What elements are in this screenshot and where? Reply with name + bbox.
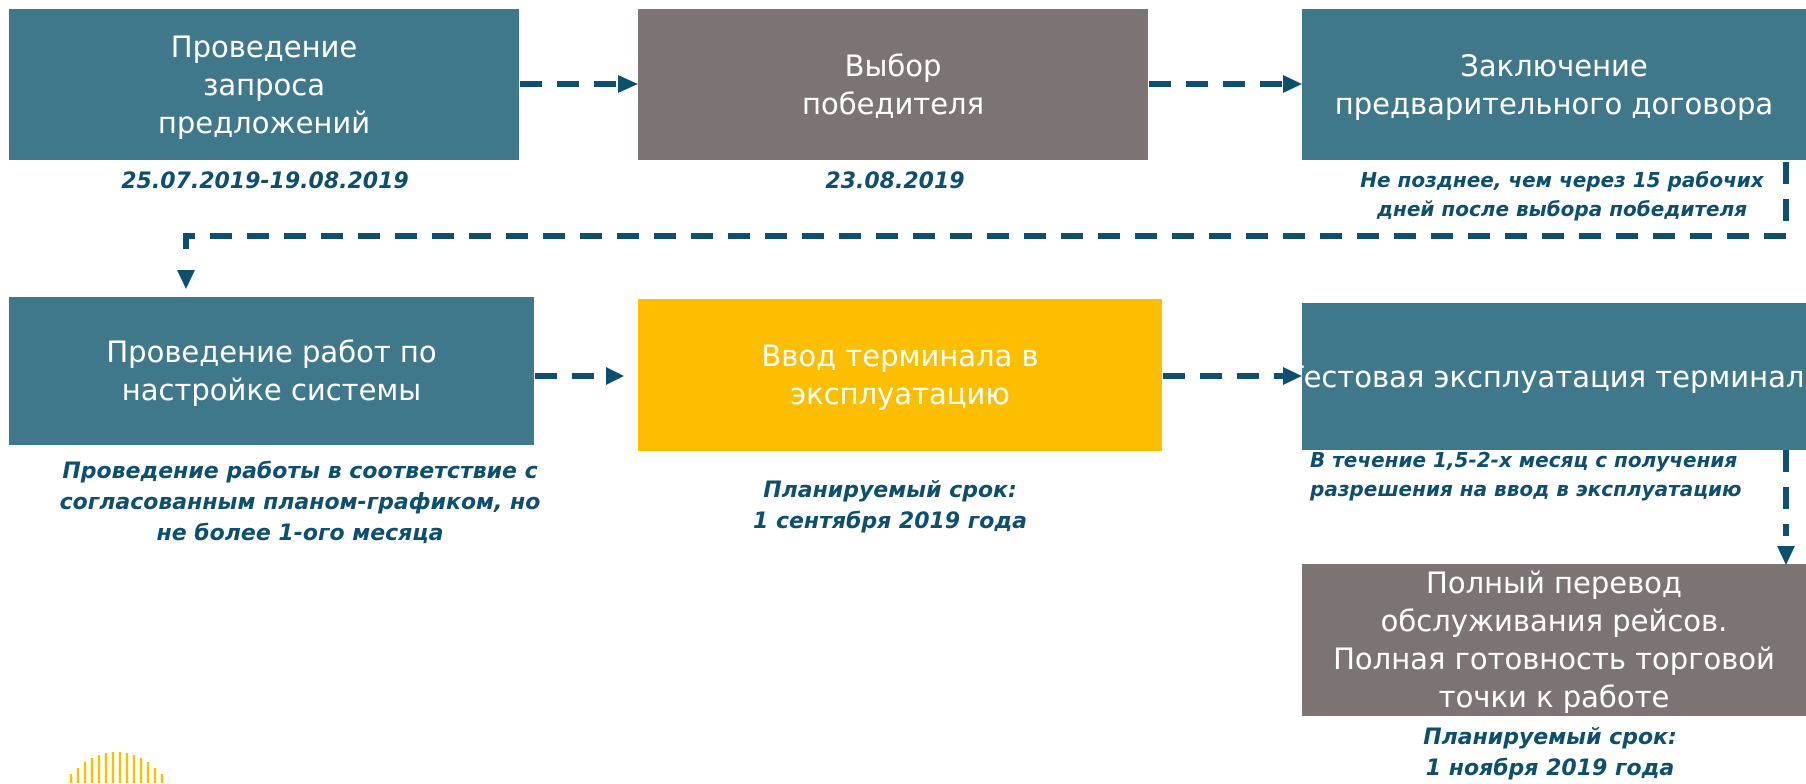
- note-commissioning-label: Планируемый срок:: [763, 478, 1017, 503]
- arrowhead-2-3: [1283, 75, 1302, 93]
- note-commissioning-date: 1 сентября 2019 года: [752, 509, 1027, 534]
- step-test-operation: Тестовая эксплуатация терминала: [1286, 303, 1806, 450]
- note-full-transfer-label: Планируемый срок:: [1423, 725, 1677, 750]
- note-winner-date: 23.08.2019: [825, 169, 965, 194]
- note-request-dates: 25.07.2019-19.08.2019: [121, 169, 409, 194]
- arrowhead-4-5: [606, 367, 624, 385]
- step-request-proposals: Проведение запроса предложений: [9, 9, 519, 160]
- arrowhead-3-4: [177, 270, 195, 289]
- step-full-transfer: Полный перевод обслуживания рейсов. Полн…: [1302, 564, 1806, 716]
- step-commissioning: Ввод терминала в эксплуатацию: [638, 299, 1162, 451]
- note-commissioning-planned: Планируемый срок: 1 сентября 2019 года: [720, 475, 1060, 537]
- company-logo: [69, 752, 164, 783]
- arrowhead-1-2: [618, 75, 638, 93]
- step-system-setup: Проведение работ по настройке системы: [9, 297, 534, 445]
- arrowhead-6-7: [1777, 546, 1795, 565]
- note-setup-duration: Проведение работы в соответствие с согла…: [59, 459, 541, 546]
- note-test-duration: В течение 1,5-2-х месяц с получения разр…: [1310, 448, 1742, 501]
- note-full-transfer-date: 1 ноября 2019 года: [1425, 756, 1675, 781]
- arrowhead-5-6: [1283, 367, 1302, 385]
- note-contract-deadline: Не позднее, чем через 15 рабочих дней по…: [1360, 168, 1764, 221]
- step-select-winner: Выбор победителя: [638, 9, 1148, 160]
- step-preliminary-contract: Заключение предварительного договора: [1302, 9, 1806, 160]
- note-full-transfer-planned: Планируемый срок: 1 ноября 2019 года: [1380, 722, 1720, 784]
- connector-3-4: [183, 162, 1789, 258]
